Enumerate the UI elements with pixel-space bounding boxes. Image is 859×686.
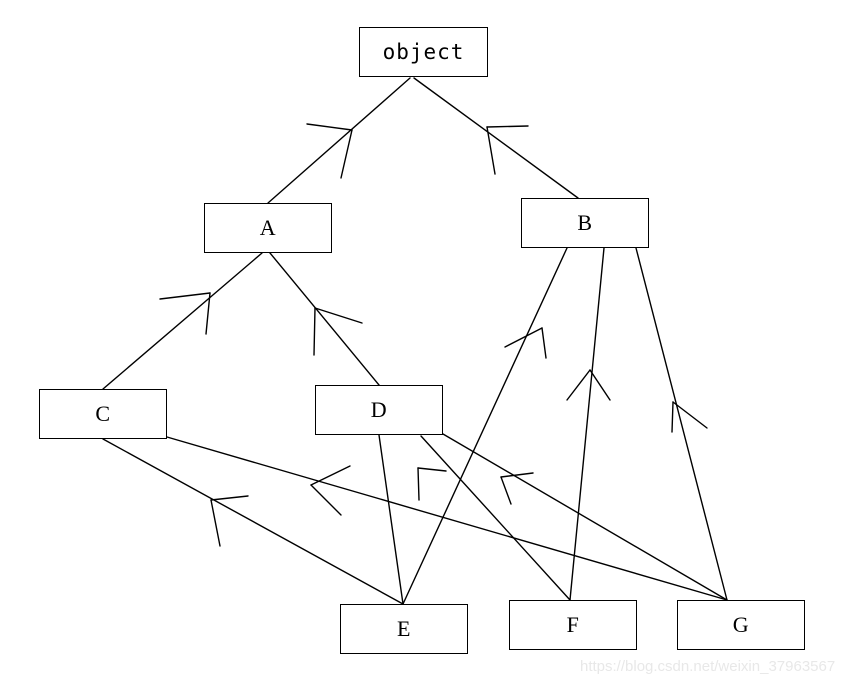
node-a[interactable]: A <box>204 203 332 253</box>
node-d-label: D <box>370 397 388 422</box>
node-object-label: object <box>382 39 465 64</box>
arrowhead-icon-e-to-d <box>417 467 420 501</box>
arrowhead-icon-g-to-b <box>671 401 674 433</box>
arrowhead-icon-c-to-a <box>205 292 211 335</box>
node-c[interactable]: C <box>39 389 167 439</box>
arrowhead-icon-g-to-d <box>500 472 534 478</box>
node-b-label: B <box>577 210 593 235</box>
arrowhead-icon-a-to-object <box>340 129 353 179</box>
node-d[interactable]: D <box>315 385 443 435</box>
node-a-label: A <box>259 215 277 240</box>
node-c-label: C <box>95 401 111 426</box>
arrowhead-icon-a-to-object <box>306 123 353 131</box>
arrowhead-icon-g-to-d <box>500 476 512 505</box>
arrowhead-icon-e-to-b <box>504 327 543 348</box>
node-g-label: G <box>732 612 750 637</box>
node-object[interactable]: object <box>359 27 488 77</box>
edge-f-to-b <box>569 247 605 601</box>
node-f[interactable]: F <box>509 600 637 650</box>
arrowhead-icon-g-to-b <box>672 401 708 429</box>
node-f-label: F <box>566 612 580 637</box>
edge-g-to-b <box>635 247 728 601</box>
arrowhead-icon-f-to-b <box>566 369 591 401</box>
edge-a-to-object <box>267 77 411 204</box>
node-b[interactable]: B <box>521 198 649 248</box>
edge-e-to-c <box>102 438 404 605</box>
arrowhead-icon-c-to-a <box>159 292 211 300</box>
arrowhead-icon-g-to-c <box>310 484 342 516</box>
edge-g-to-c <box>166 436 728 601</box>
edge-e-to-b <box>402 247 568 605</box>
arrowhead-icon-e-to-c <box>210 495 249 501</box>
arrowhead-icon-d-to-a <box>314 307 363 324</box>
edge-g-to-d <box>442 433 728 601</box>
edge-c-to-a <box>102 252 263 390</box>
arrowhead-icon-e-to-b <box>541 327 547 359</box>
arrowhead-icon-g-to-c <box>310 465 351 486</box>
arrowhead-icon-b-to-object <box>486 126 496 175</box>
arrowhead-icon-b-to-object <box>486 125 529 128</box>
arrowhead-icon-e-to-d <box>417 467 447 472</box>
watermark-text: https://blog.csdn.net/weixin_37963567 <box>580 658 836 675</box>
arrowhead-icon-f-to-b <box>589 369 611 401</box>
edge-b-to-object <box>413 77 579 199</box>
node-e-label: E <box>397 616 411 641</box>
node-g[interactable]: G <box>677 600 805 650</box>
node-e[interactable]: E <box>340 604 468 654</box>
arrowhead-icon-e-to-c <box>210 499 221 547</box>
edge-d-to-a <box>269 252 380 386</box>
edge-f-to-d <box>420 435 571 601</box>
arrowhead-icon-d-to-a <box>313 307 316 356</box>
edge-e-to-d <box>378 434 404 605</box>
